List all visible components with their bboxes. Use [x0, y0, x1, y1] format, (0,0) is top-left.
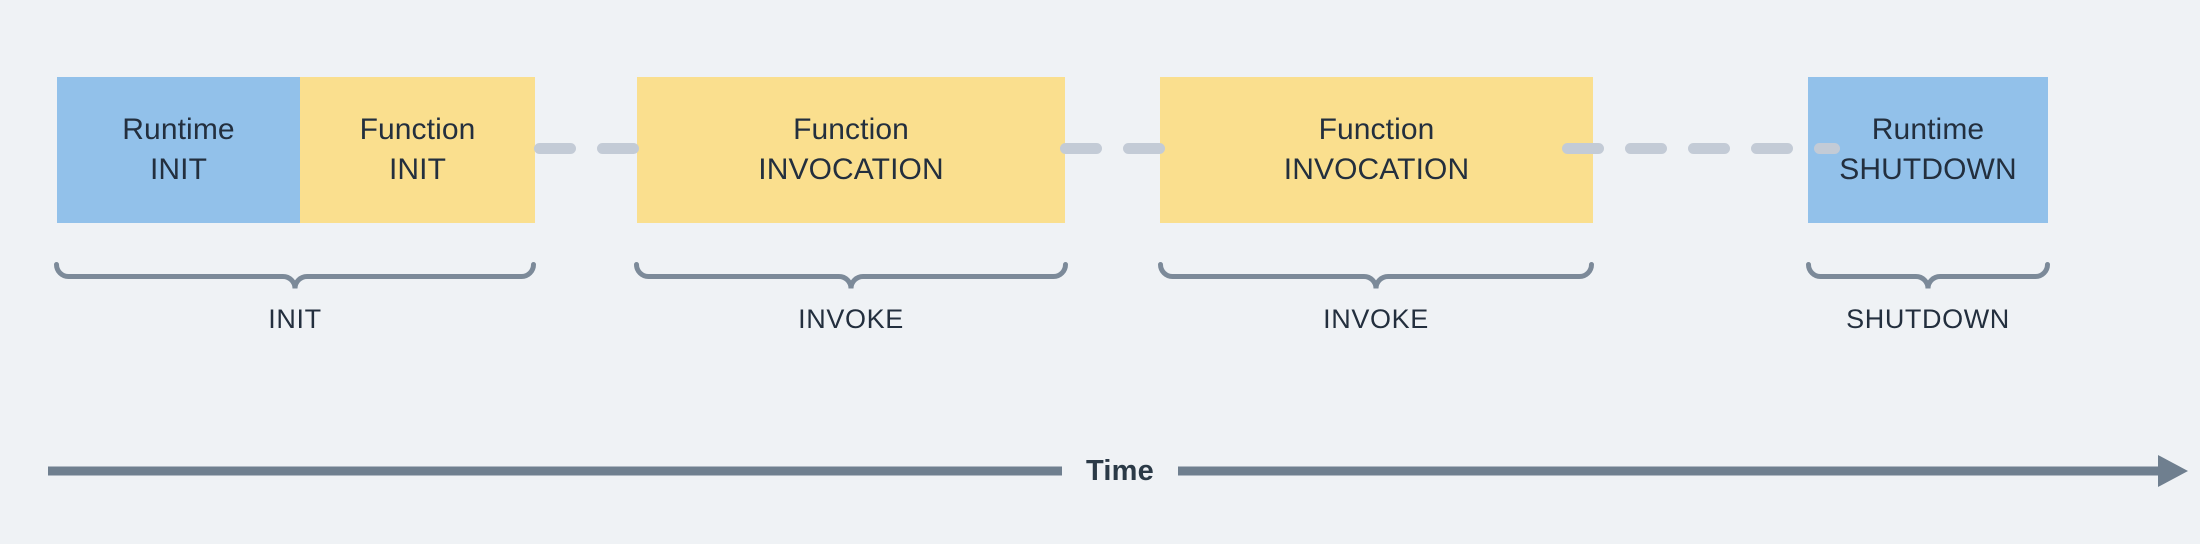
- brace-group-shutdown-4: SHUTDOWN: [1806, 262, 2050, 334]
- curly-brace-icon: [634, 262, 1068, 289]
- dashed-connector-3: [1561, 143, 1840, 154]
- time-arrow-icon: [48, 455, 2188, 487]
- phase-box-title: Runtime: [122, 113, 235, 147]
- brace-label: INIT: [268, 304, 322, 334]
- time-axis: Time: [0, 440, 2200, 510]
- dash-segment-icon: [1060, 143, 1102, 154]
- dash-segment-icon: [1687, 143, 1730, 154]
- dashed-connector-1: [533, 143, 639, 154]
- dash-segment-icon: [1813, 143, 1840, 154]
- curly-brace-icon: [54, 262, 536, 289]
- brace-group-init-1: INIT: [54, 262, 536, 334]
- brace-group-invoke-2: INVOKE: [634, 262, 1068, 334]
- curly-brace-icon: [1806, 262, 2050, 289]
- dash-segment-icon: [1123, 143, 1165, 154]
- phase-box-subtitle: INIT: [149, 153, 208, 186]
- phase-box-title: Function: [1318, 113, 1435, 147]
- dash-segment-icon: [596, 143, 639, 154]
- phase-box-subtitle: SHUTDOWN: [1839, 153, 2017, 186]
- brace-label: INVOKE: [798, 304, 904, 334]
- arrowhead-icon: [2158, 455, 2188, 487]
- dash-segment-icon: [1750, 143, 1793, 154]
- brace-label: INVOKE: [1323, 304, 1429, 334]
- dash-segment-icon: [1561, 143, 1604, 154]
- brace-label: SHUTDOWN: [1846, 304, 2010, 334]
- brace-group-invoke-3: INVOKE: [1158, 262, 1594, 334]
- phase-box-title: Function: [793, 113, 909, 147]
- dashed-connector-2: [1060, 143, 1165, 154]
- phase-box-subtitle: INVOCATION: [758, 153, 944, 186]
- phase-box-title: Runtime: [1871, 113, 1985, 147]
- phase-box-subtitle: INIT: [388, 153, 447, 186]
- curly-brace-icon: [1158, 262, 1594, 289]
- dash-segment-icon: [533, 143, 576, 154]
- dash-segment-icon: [1624, 143, 1667, 154]
- time-axis-label: Time: [1086, 455, 1154, 487]
- phase-box-title: Function: [359, 113, 476, 147]
- phase-box-subtitle: INVOCATION: [1283, 153, 1470, 186]
